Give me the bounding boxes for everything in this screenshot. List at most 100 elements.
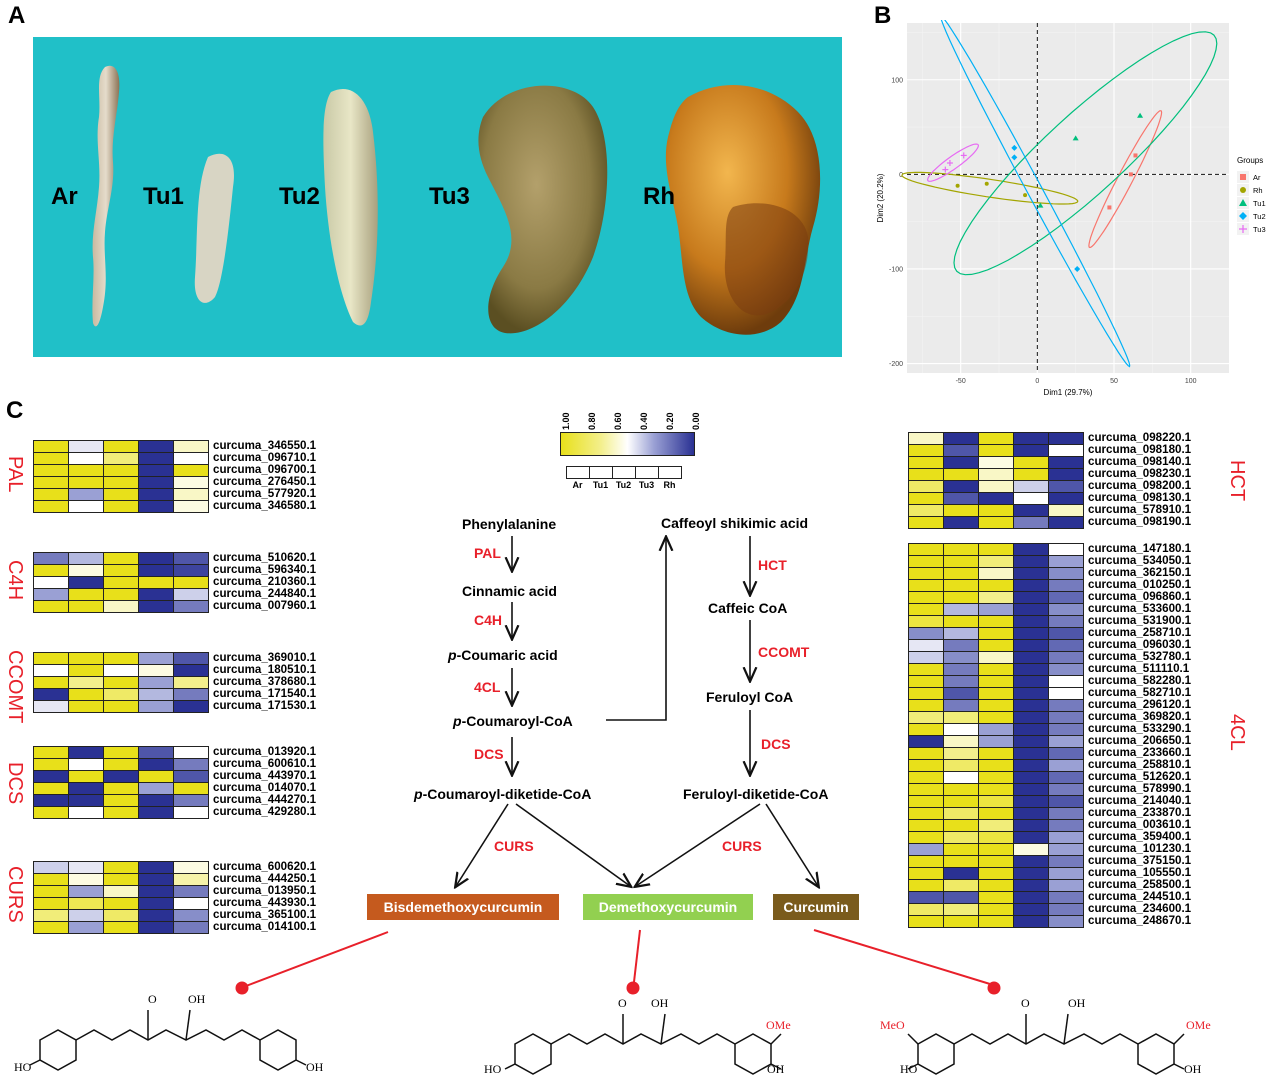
pca-point-tu1 <box>1037 202 1044 208</box>
pca-point-tu1 <box>1072 135 1079 141</box>
pca-legend-label: Tu1 <box>1253 199 1266 208</box>
gene-label: curcuma_578990.1 <box>1088 782 1192 795</box>
heatmap-cell <box>944 736 978 747</box>
metabolite-caffeic-coa: Caffeic CoA <box>708 600 788 616</box>
tissue-photo: Ar Tu1 Tu2 Tu3 Rh <box>33 37 842 357</box>
heatmap-cell <box>104 677 138 688</box>
dmc-oh: OH <box>651 996 669 1010</box>
heatmap-cell <box>34 453 68 464</box>
heatmap-cell <box>34 807 68 818</box>
heatmap-cell <box>1014 760 1048 771</box>
heatmap-cell <box>1014 481 1048 492</box>
bdmc-o: O <box>148 992 157 1006</box>
pca-ytick: -200 <box>889 361 903 368</box>
heatmap-cell <box>1049 748 1083 759</box>
gene-label: curcuma_359400.1 <box>1088 830 1192 843</box>
heatmap-cell <box>34 759 68 770</box>
heatmap-cell <box>944 433 978 444</box>
gene-label: curcuma_582280.1 <box>1088 674 1192 687</box>
heatmap-cell <box>34 747 68 758</box>
heatmap-cell <box>1049 505 1083 516</box>
heatmap-cell <box>174 898 208 909</box>
heatmap-cell <box>979 724 1013 735</box>
heatmap-cell <box>69 665 103 676</box>
heatmap-cell <box>174 862 208 873</box>
heatmap-cell <box>69 771 103 782</box>
heatmap-cell <box>174 771 208 782</box>
heatmap-cell <box>104 489 138 500</box>
gene-label: curcuma_533290.1 <box>1088 722 1192 735</box>
heatmap-cell <box>944 784 978 795</box>
pca-ylabel: Dim2 (20.2%) <box>876 173 885 222</box>
pca-legend-title: Groups <box>1237 156 1263 165</box>
heatmap-cell <box>1049 700 1083 711</box>
enzyme-ccomt: CCOMT <box>758 644 810 660</box>
heatmap-cell <box>944 505 978 516</box>
heatmap-cell <box>69 677 103 688</box>
heatmap-cell <box>909 640 943 651</box>
gene-label: curcuma_443970.1 <box>213 769 317 782</box>
heatmap-cell <box>1014 808 1048 819</box>
heatmap-cell <box>69 759 103 770</box>
gene-label: curcuma_101230.1 <box>1088 842 1192 855</box>
heatmap-cell <box>34 477 68 488</box>
heatmap-cell <box>909 517 943 528</box>
heatmap-cell <box>944 568 978 579</box>
heatmap-cell <box>909 784 943 795</box>
gene-label: curcuma_233870.1 <box>1088 806 1192 819</box>
enzyme-curs-2: CURS <box>722 838 762 854</box>
heatmap-cell <box>1049 760 1083 771</box>
gene-label: curcuma_234600.1 <box>1088 902 1192 915</box>
pca-xtick: -50 <box>956 378 966 385</box>
heatmap-cell <box>104 589 138 600</box>
gene-label: curcuma_096700.1 <box>213 463 317 476</box>
heatmap-cell <box>139 553 173 564</box>
pca-point-ar <box>1107 205 1112 210</box>
heatmap-cell <box>1049 517 1083 528</box>
heatmap-cell <box>909 676 943 687</box>
cur-o: O <box>1021 996 1030 1010</box>
heatmap-cell <box>174 783 208 794</box>
pca-point-rh <box>1023 193 1028 198</box>
heatmap-cell <box>1014 568 1048 579</box>
heatmap-cell <box>139 795 173 806</box>
heatmap-cell <box>1014 796 1048 807</box>
colorbar-sample-labels: Ar Tu1 Tu2 Tu3 Rh <box>566 480 695 490</box>
heatmap-cell <box>139 701 173 712</box>
colorbar-gradient <box>560 432 695 456</box>
heatmap-cell <box>69 747 103 758</box>
heatmap-cell <box>174 577 208 588</box>
heatmap-cell <box>1049 844 1083 855</box>
heatmap-4cl <box>908 543 1084 928</box>
heatmap-cell <box>979 868 1013 879</box>
dmc-oh-right: OH <box>767 1062 785 1076</box>
gene-label: curcuma_171540.1 <box>213 687 317 700</box>
heatmap-cell <box>1014 517 1048 528</box>
heatmap-cell <box>1049 493 1083 504</box>
gene-label: curcuma_532780.1 <box>1088 650 1192 663</box>
heatmap-cell <box>104 807 138 818</box>
gene-label: curcuma_013920.1 <box>213 745 317 758</box>
dmc-o: O <box>618 996 627 1010</box>
heatmap-cell <box>944 796 978 807</box>
gene-label: curcuma_346580.1 <box>213 499 317 512</box>
heatmap-cell <box>34 922 68 933</box>
heatmap-cell <box>1014 616 1048 627</box>
heatmap-cell <box>979 517 1013 528</box>
gene-label: curcuma_512620.1 <box>1088 770 1192 783</box>
heatmap-cell <box>139 807 173 818</box>
heatmap-cell <box>909 568 943 579</box>
heatmap-cell <box>174 553 208 564</box>
heatmap-cell <box>104 601 138 612</box>
heatmap-cell <box>979 568 1013 579</box>
arrow-to-csa <box>606 538 666 721</box>
gene-label: curcuma_258500.1 <box>1088 878 1192 891</box>
heatmap-cell <box>909 493 943 504</box>
pca-xtick: 100 <box>1185 378 1197 385</box>
heatmap-cell <box>1049 592 1083 603</box>
heatmap-cell <box>69 477 103 488</box>
heatmap-cell <box>944 517 978 528</box>
heatmap-cell <box>69 910 103 921</box>
heatmap-cell <box>944 700 978 711</box>
heatmap-cell <box>1014 505 1048 516</box>
